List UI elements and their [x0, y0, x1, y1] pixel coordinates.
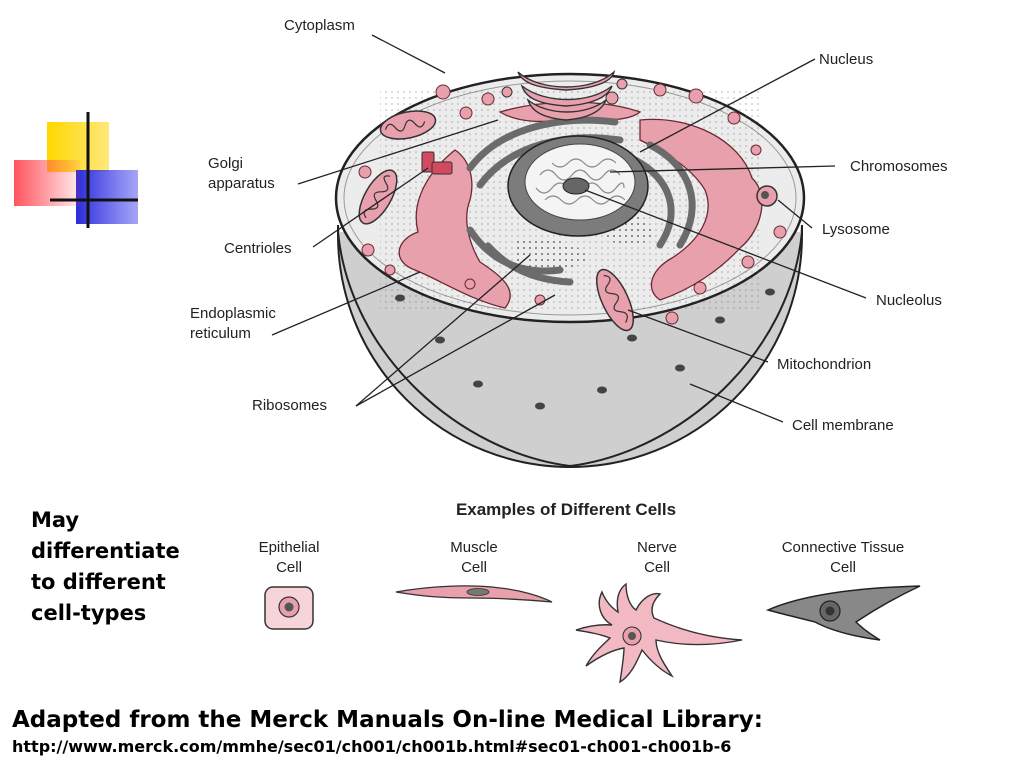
centrioles: [421, 151, 453, 175]
label-chromosomes: Chromosomes: [850, 158, 948, 175]
cell-examples: Examples of Different Cells Epithelial C…: [259, 500, 921, 684]
label-golgi-line2: apparatus: [208, 175, 275, 192]
label-golgi-line1: Golgi: [208, 155, 243, 172]
side-note-line: differentiate: [31, 539, 180, 563]
label-nerve-line2: Cell: [644, 559, 670, 576]
label-centrioles: Centrioles: [224, 240, 292, 257]
label-nucleolus: Nucleolus: [876, 292, 942, 309]
examples-title: Examples of Different Cells: [456, 500, 676, 519]
mitochondria: [358, 110, 635, 332]
connective-tissue-cell-drawing: [765, 585, 921, 641]
label-cell-membrane: Cell membrane: [792, 417, 894, 434]
label-lysosome: Lysosome: [822, 221, 890, 238]
label-nucleus: Nucleus: [819, 51, 873, 68]
label-connective-line2: Cell: [830, 559, 856, 576]
credit-text: Adapted from the Merck Manuals On-line M…: [12, 707, 763, 733]
muscle-cell-drawing: [395, 585, 553, 603]
side-note-line: May: [31, 508, 80, 532]
label-nerve-line1: Nerve: [637, 539, 677, 556]
side-note: May differentiate to different cell-type…: [31, 505, 201, 629]
label-muscle-line1: Muscle: [450, 539, 498, 556]
leader-lines: [271, 34, 867, 423]
diagram-labels: Cytoplasm Nucleus Golgi apparatus Chromo…: [190, 17, 948, 434]
label-epithelial-line1: Epithelial: [259, 539, 320, 556]
credit-url: http://www.merck.com/mmhe/sec01/ch001/ch…: [12, 737, 732, 756]
label-connective-line1: Connective Tissue: [782, 539, 905, 556]
label-er-line2: reticulum: [190, 325, 251, 342]
epithelial-cell-drawing: [264, 586, 314, 630]
label-ribosomes: Ribosomes: [252, 397, 327, 414]
lysosome: [756, 185, 778, 207]
source-credit: Adapted from the Merck Manuals On-line M…: [12, 704, 1012, 758]
decorative-squares-logo: [14, 112, 138, 228]
label-er-line1: Endoplasmic: [190, 305, 276, 322]
nerve-cell-drawing: [575, 582, 743, 684]
cell-illustration: [334, 69, 806, 468]
label-muscle-line2: Cell: [461, 559, 487, 576]
label-cytoplasm: Cytoplasm: [284, 17, 355, 34]
label-epithelial-line2: Cell: [276, 559, 302, 576]
label-mitochondrion: Mitochondrion: [777, 356, 871, 373]
side-note-line: cell-types: [31, 601, 147, 625]
side-note-line: to different: [31, 570, 166, 594]
